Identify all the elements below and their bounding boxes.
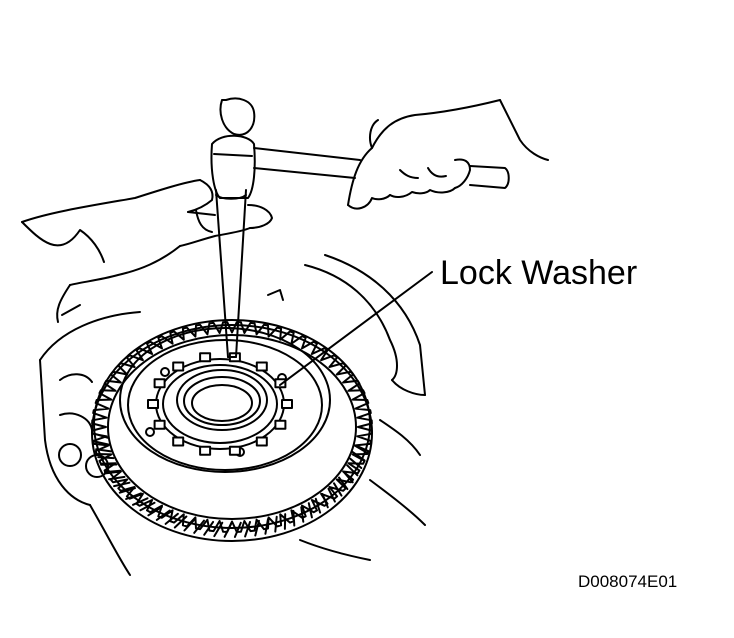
gear-tooth-hatch bbox=[353, 452, 365, 460]
right-hand bbox=[348, 100, 548, 209]
washer-tab bbox=[173, 438, 183, 446]
gear-tooth-hatch bbox=[120, 488, 135, 493]
gear-tooth-hatch bbox=[255, 521, 259, 536]
gear-tooth-hatch bbox=[265, 519, 268, 534]
figure-code: D008074E01 bbox=[578, 572, 678, 591]
washer-tab bbox=[257, 438, 267, 446]
left-hand bbox=[22, 180, 272, 322]
gear-tooth-hatch bbox=[301, 507, 303, 522]
washer-tab bbox=[173, 363, 183, 371]
gear-tooth-hatch bbox=[225, 523, 232, 537]
gear-tooth-hatch bbox=[148, 507, 162, 515]
gear-tooth-hatch bbox=[347, 465, 357, 475]
gear-tooth-hatch bbox=[175, 517, 187, 528]
callout-leader-line bbox=[280, 272, 432, 385]
washer-tab bbox=[275, 421, 285, 429]
washer-tab bbox=[200, 353, 210, 361]
gear-tooth-hatch bbox=[275, 517, 276, 532]
helical-gear bbox=[92, 320, 372, 541]
gear-tooth-hatch bbox=[350, 459, 361, 468]
washer-tabs bbox=[148, 353, 292, 455]
gear-tooth-hatch bbox=[95, 442, 110, 445]
gear-tooth-hatch bbox=[343, 472, 352, 483]
washer-tab bbox=[148, 400, 158, 408]
gear-tooth-hatch bbox=[157, 511, 170, 520]
washer-tab bbox=[257, 363, 267, 371]
gear-tooth-hatch bbox=[140, 503, 154, 511]
gear-tooth-hatch bbox=[105, 471, 120, 472]
gear-tooth-hatch bbox=[126, 493, 141, 499]
gear-tooth-hatch bbox=[109, 477, 124, 479]
gear-tooth-hatch bbox=[114, 483, 129, 486]
gear-tooth-hatch bbox=[245, 522, 250, 537]
gear-teeth bbox=[92, 322, 372, 537]
gear-tooth-hatch bbox=[166, 514, 178, 524]
gear-tooth-hatch bbox=[316, 499, 320, 513]
center-nut bbox=[177, 370, 267, 430]
transmission-case bbox=[40, 255, 425, 575]
washer-tab bbox=[200, 447, 210, 455]
gear-tooth-hatch bbox=[334, 483, 342, 495]
gear-tooth-hatch bbox=[133, 498, 148, 505]
gear-tooth-hatch bbox=[204, 522, 213, 535]
washer-tab bbox=[230, 447, 240, 455]
gear-tooth-hatch bbox=[184, 519, 195, 531]
washer-tab bbox=[282, 400, 292, 408]
gear-tooth-hatch bbox=[98, 457, 113, 458]
gear-tooth-hatch bbox=[339, 478, 347, 490]
gear-tooth-hatch bbox=[293, 511, 294, 526]
washer-tab bbox=[155, 421, 165, 429]
washer-tab bbox=[155, 379, 165, 387]
gear-tooth-hatch bbox=[96, 449, 111, 451]
gear-tooth-hatch bbox=[214, 523, 222, 536]
washer-tab bbox=[275, 379, 285, 387]
gear-tooth-hatch bbox=[322, 494, 327, 507]
gear-tooth-hatch bbox=[329, 489, 335, 502]
gear-tooth-hatch bbox=[235, 523, 241, 537]
gear-tooth-hatch bbox=[355, 445, 368, 452]
lock-washer-label: Lock Washer bbox=[440, 254, 638, 292]
gear-tooth-hatch bbox=[309, 503, 312, 517]
hammer bbox=[211, 99, 508, 199]
lock-washer bbox=[148, 353, 292, 455]
gear-tooth-hatch bbox=[194, 521, 204, 533]
gear-tooth-hatch bbox=[94, 434, 108, 438]
